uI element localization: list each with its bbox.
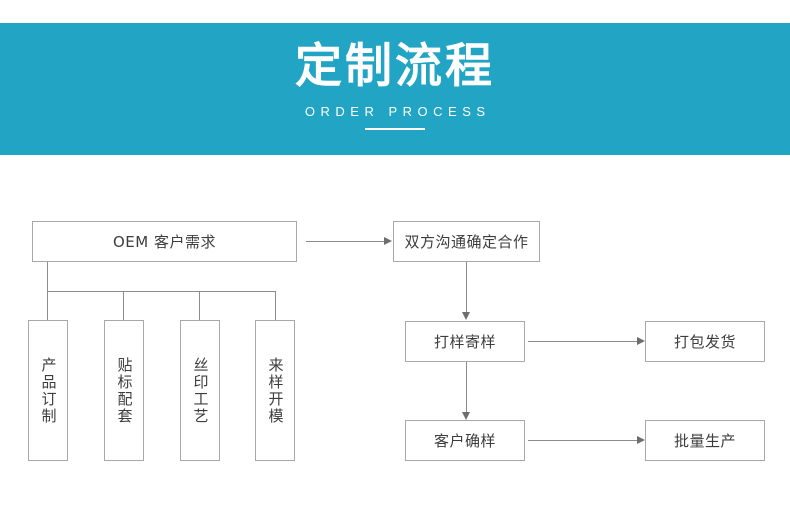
page-subtitle: ORDER PROCESS xyxy=(304,104,491,119)
flow-node-mutual-agreement[interactable]: 双方沟通确定合作 xyxy=(393,221,540,262)
flow-node-customer-confirm[interactable]: 客户确样 xyxy=(405,420,525,461)
flow-node-branch-4[interactable]: 来样开模 xyxy=(255,320,295,461)
flow-node-oem-requirement[interactable]: OEM 客户需求 xyxy=(32,221,297,262)
arrowhead-agreement-to-sample xyxy=(462,312,470,320)
header-banner: 定制流程 ORDER PROCESS xyxy=(0,23,790,155)
arrowhead-oem-to-agreement xyxy=(384,237,392,245)
flow-node-mass-production[interactable]: 批量生产 xyxy=(645,420,765,461)
title-underline-divider xyxy=(365,128,425,130)
connector-branch-drop-4 xyxy=(275,291,276,320)
page-title: 定制流程 xyxy=(295,39,495,94)
connector-confirm-to-production xyxy=(528,440,638,441)
arrowhead-confirm-to-production xyxy=(637,436,645,444)
connector-agreement-to-sample xyxy=(466,262,467,312)
connector-oem-to-agreement xyxy=(306,241,384,242)
flow-node-branch-1[interactable]: 产品订制 xyxy=(28,320,68,461)
connector-oem-stem xyxy=(47,262,48,291)
flow-node-branch-3[interactable]: 丝印工艺 xyxy=(180,320,220,461)
connector-sample-to-confirm xyxy=(466,362,467,412)
connector-branch-drop-2 xyxy=(123,291,124,320)
connector-branch-bus xyxy=(47,291,275,292)
connector-branch-drop-3 xyxy=(199,291,200,320)
arrowhead-sample-to-shipping xyxy=(637,337,645,345)
arrowhead-sample-to-confirm xyxy=(462,412,470,420)
flow-node-sample-making[interactable]: 打样寄样 xyxy=(405,321,525,362)
process-flowchart: OEM 客户需求 双方沟通确定合作 产品订制 贴标配套 丝印工艺 来样开模 打样… xyxy=(0,155,790,506)
connector-sample-to-shipping xyxy=(528,341,638,342)
flow-node-packing-shipping[interactable]: 打包发货 xyxy=(645,321,765,362)
flow-node-branch-2[interactable]: 贴标配套 xyxy=(104,320,144,461)
connector-branch-drop-1 xyxy=(47,291,48,320)
